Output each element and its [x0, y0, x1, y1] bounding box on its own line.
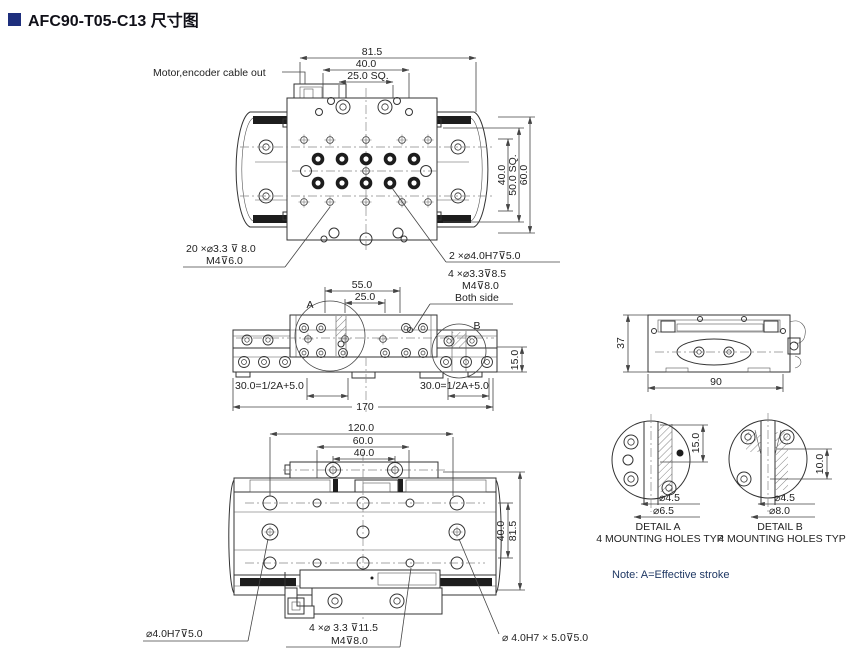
page-title: AFC90-T05-C13 尺寸图 [8, 7, 199, 31]
label-bottom-4-holes-line2: M4⊽8.0 [331, 635, 368, 647]
detail-b-caption: DETAIL B [757, 521, 803, 533]
dim-bottom-40: 40.0 [354, 447, 375, 459]
dim-side-37: 37 [615, 337, 627, 349]
label-bottom-4-holes-line1: 4 ×⌀ 3.3 ⊽11.5 [309, 622, 378, 634]
bottom-view: 120.0 60.0 40.0 40.0 81.5 ⌀4.0H7⊽5.0 4 ×… [143, 422, 588, 648]
dim-top-40v: 40.0 [496, 165, 508, 186]
dim-front-170: 170 [356, 401, 374, 413]
detail-a-mark: A [306, 299, 313, 311]
dim-front-15: 15.0 [509, 350, 521, 371]
detail-b-subcaption: 4 MOUNTING HOLES TYP [718, 533, 846, 545]
detail-b-dia-small: ⌀4.5 [774, 492, 795, 504]
dim-front-55: 55.0 [352, 279, 373, 291]
detail-a-caption: DETAIL A [636, 521, 681, 533]
front-view: A B 55.0 25.0 15.0 30.0=1/2A+5.0 30.0=1/… [232, 268, 527, 413]
label-2-holes: 2 ×⌀4.0H7⊽5.0 [449, 250, 521, 262]
dim-top-40: 40.0 [356, 58, 377, 70]
dim-bottom-40v: 40.0 [495, 521, 507, 542]
label-dowel-left: ⌀4.0H7⊽5.0 [146, 628, 203, 640]
detail-a-view: 15.0 ⌀4.5 ⌀6.5 DETAIL A 4 MOUNTING HOLES… [596, 414, 724, 545]
detail-a-dia-large: ⌀6.5 [653, 505, 674, 517]
motor-assembly [284, 569, 443, 619]
detail-a-subcaption: 4 MOUNTING HOLES TYP [596, 533, 724, 545]
label-20-holes-line1: 20 ×⌀3.3 ⊽ 8.0 [186, 243, 256, 255]
dim-front-30-right: 30.0=1/2A+5.0 [420, 380, 489, 392]
label-4-holes-line3: Both side [455, 292, 499, 304]
side-view: 37 90 [615, 314, 806, 392]
label-4-holes-line2: M4⊽8.0 [462, 280, 499, 292]
detail-b-view: 10.0 ⌀4.5 ⌀8.0 DETAIL B 4 MOUNTING HOLES… [718, 413, 846, 545]
detail-b-dim-10: 10.0 [814, 454, 826, 475]
dim-bottom-120: 120.0 [348, 422, 374, 434]
detail-a-circle [294, 300, 366, 372]
detail-b-circle [431, 323, 487, 379]
dim-front-25: 25.0 [355, 291, 376, 303]
label-20-holes-line2: M4⊽6.0 [206, 255, 243, 267]
note-text: Note: A=Effective stroke [612, 569, 730, 581]
dim-side-90: 90 [710, 376, 722, 388]
detail-b-dia-large: ⌀8.0 [769, 505, 790, 517]
detail-a-dim-15: 15.0 [690, 433, 702, 454]
dim-bottom-60: 60.0 [353, 435, 374, 447]
label-4-holes-line1: 4 ×⌀3.3⊽8.5 [448, 268, 506, 280]
top-view: 81.5 40.0 25.0 SQ. 40.0 50.0 SQ. 60.0 Mo… [153, 46, 560, 268]
label-dowel-right: ⌀ 4.0H7 × 5.0⊽5.0 [502, 632, 588, 644]
cable-out-label: Motor,encoder cable out [153, 67, 266, 79]
detail-b-mark: B [473, 320, 480, 332]
dim-top-60: 60.0 [518, 165, 530, 186]
title-bullet-icon [8, 12, 21, 26]
dim-top-25sq: 25.0 SQ. [347, 70, 388, 82]
cable-hook [787, 320, 806, 369]
dim-bottom-81-5: 81.5 [507, 521, 519, 542]
dim-top-50sq: 50.0 SQ. [507, 154, 519, 195]
dim-front-30-left: 30.0=1/2A+5.0 [235, 380, 304, 392]
dim-top-81-5: 81.5 [362, 46, 383, 58]
detail-a-dia-small: ⌀4.5 [659, 492, 680, 504]
title-text: AFC90-T05-C13 尺寸图 [28, 13, 199, 30]
